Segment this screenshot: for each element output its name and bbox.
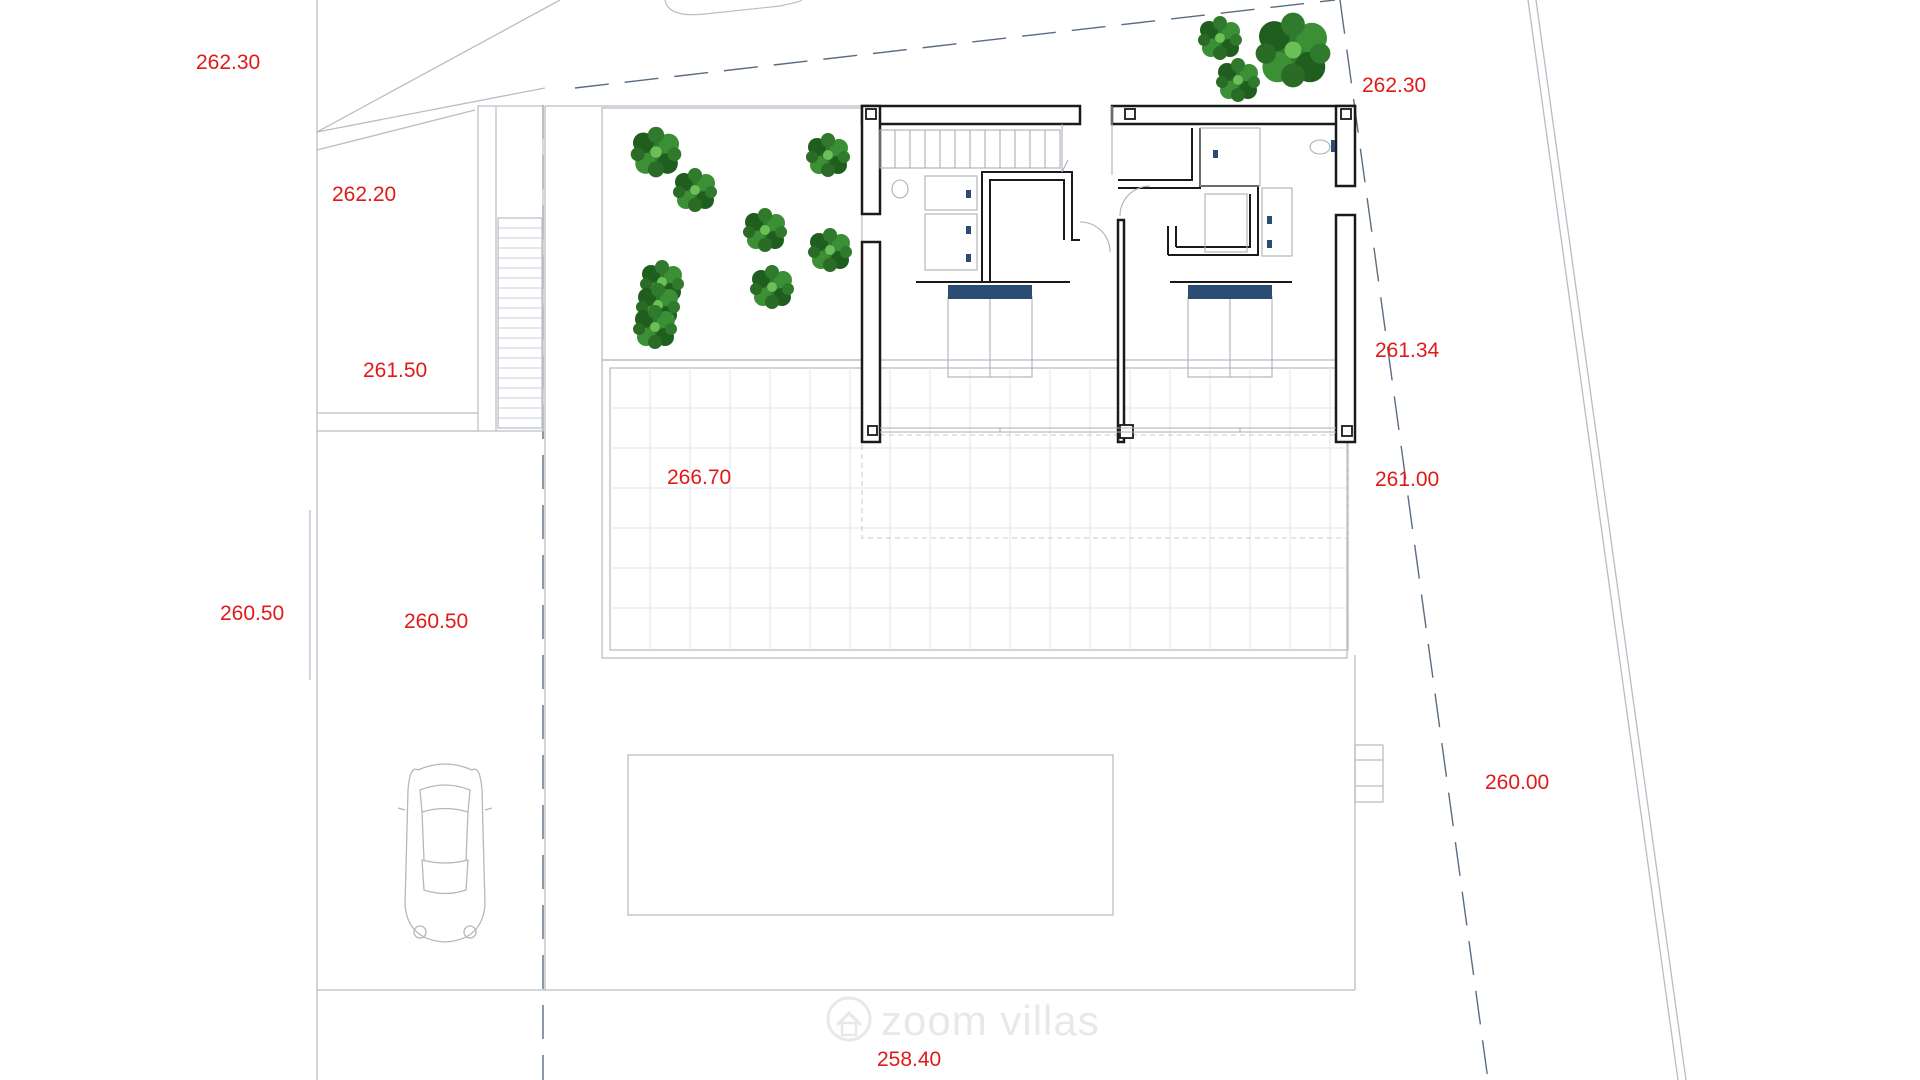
- level-left-mid: 261.50: [363, 359, 428, 382]
- level-top-left: 262.30: [196, 51, 261, 74]
- left-stairs: [317, 105, 544, 432]
- overhang-outline: [861, 434, 1348, 539]
- house-walls: [860, 104, 1357, 444]
- car-top: [664, 0, 803, 16]
- level-far-left: 260.50: [220, 602, 285, 625]
- interior-details: [879, 106, 1336, 433]
- level-terrace: 266.70: [667, 466, 732, 489]
- level-left-parking: 260.50: [404, 610, 469, 633]
- level-right-lower: 260.00: [1485, 771, 1550, 794]
- plot-outline: [317, 105, 1384, 991]
- level-top-right: 262.30: [1362, 74, 1427, 97]
- watermark: zoom villas: [823, 995, 1103, 1045]
- boundary-lines: [309, 0, 1687, 1080]
- house-swoosh-icon: [826, 996, 872, 1042]
- bed-headboards: [948, 140, 1335, 299]
- level-bottom: 258.40: [877, 1048, 942, 1071]
- terrace-grid: [610, 368, 1346, 650]
- level-right-mid: 261.00: [1375, 468, 1440, 491]
- parked-car: [397, 763, 493, 943]
- watermark-text: zoom villas: [881, 997, 1100, 1044]
- level-right-upper: 261.34: [1375, 339, 1440, 362]
- level-upper-left: 262.20: [332, 183, 397, 206]
